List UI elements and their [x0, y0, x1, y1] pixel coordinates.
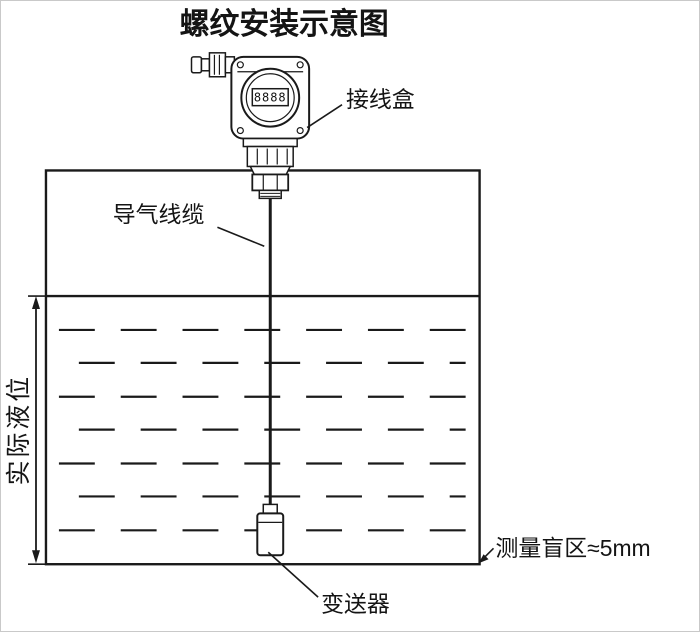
liquid-dashes: [58, 328, 466, 532]
gland-cap: [190, 56, 203, 74]
junction-box-callout: 接线盒: [306, 87, 415, 129]
arrow-corner-icon: [478, 554, 489, 564]
transmitter-head: 8888: [190, 52, 311, 200]
bolt-icon: [236, 61, 244, 69]
thread-stub: [258, 189, 282, 200]
lcd-digits: 8888: [254, 91, 287, 105]
air-cable-label: 导气线缆: [113, 201, 205, 227]
blind-zone-label: 测量盲区≈5mm: [496, 535, 651, 561]
junction-box-leader: [306, 104, 343, 129]
gland-nut: [208, 52, 227, 78]
terminal-block: [246, 145, 294, 168]
bolt-icon: [296, 61, 304, 69]
probe-body: [256, 512, 285, 557]
transmitter-callout: 变送器: [267, 551, 390, 617]
transmitter-leader: [267, 551, 319, 598]
level-dimension: 实际液位: [5, 295, 47, 566]
head-flange: [242, 137, 298, 148]
air-cable-leader: [217, 226, 265, 247]
gland-neck: [200, 58, 211, 72]
bolt-icon: [236, 127, 244, 135]
probe-sensor: [256, 503, 285, 557]
actual-level-label: 实际液位: [5, 374, 33, 486]
blind-zone-callout: 测量盲区≈5mm: [478, 535, 651, 564]
arrow-up-icon: [32, 296, 40, 310]
thread-adapter: [249, 165, 292, 176]
arrow-down-icon: [32, 550, 40, 564]
lcd-display: [251, 87, 289, 107]
bolt-icon: [296, 127, 304, 135]
diagram-title: 螺纹安装示意图: [180, 7, 389, 41]
hex-nut: [251, 173, 290, 192]
transmitter-label: 变送器: [321, 591, 390, 617]
air-cable-callout: 导气线缆: [113, 201, 265, 247]
junction-box-label: 接线盒: [346, 87, 415, 113]
cable-gland: [190, 52, 236, 78]
